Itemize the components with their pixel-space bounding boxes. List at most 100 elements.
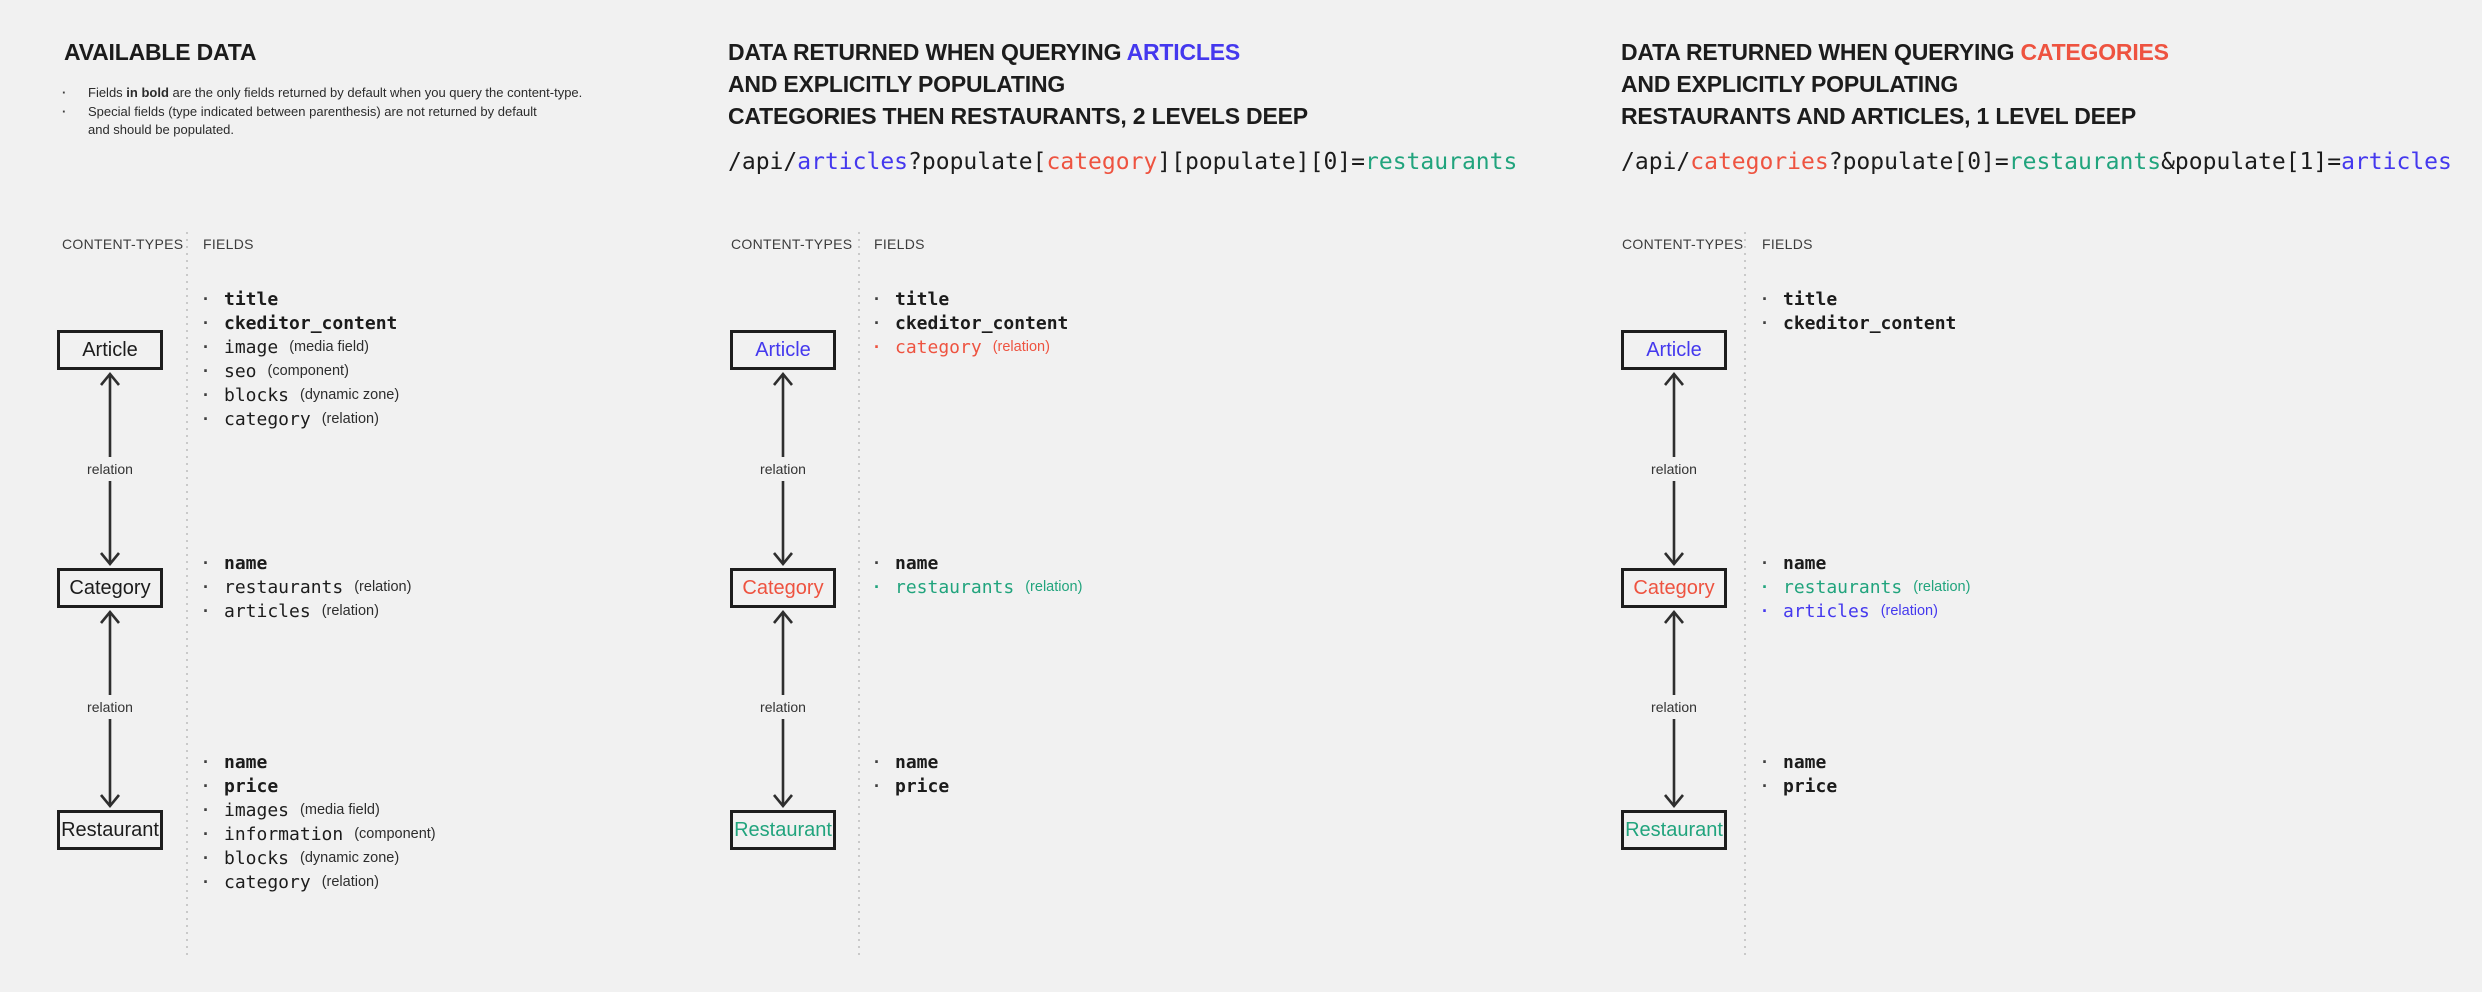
field-type: (relation)	[1025, 579, 1083, 595]
field-list-category: ·name·restaurants(relation)·articles(rel…	[1762, 551, 1970, 623]
field-name: restaurants	[895, 576, 1015, 598]
content-types-label: CONTENT-TYPES	[62, 236, 184, 252]
bullet-icon: ·	[874, 336, 880, 357]
relation-label: relation	[1648, 695, 1700, 719]
bullet-icon: ·	[874, 576, 880, 597]
field-name: price	[1783, 775, 1838, 797]
content-type-box-article: Article	[730, 330, 836, 370]
field-name: name	[224, 751, 268, 773]
relation-label: relation	[1648, 457, 1700, 481]
note-item: ·Special fields (type indicated between …	[62, 103, 582, 140]
field-row: · title	[203, 287, 399, 311]
api-path: /api/categories?populate[0]=restaurants&…	[1621, 146, 2452, 178]
bullet-icon: ·	[62, 103, 67, 119]
text-segment: CATEGORIES THEN RESTAURANTS, 2 LEVELS DE…	[728, 103, 1308, 129]
text-segment: &populate[1]=	[2161, 149, 2342, 175]
text-segment: /api/	[728, 149, 798, 175]
content-types-label: CONTENT-TYPES	[1622, 236, 1744, 252]
bullet-icon: ·	[1762, 751, 1768, 772]
field-name: name	[1783, 751, 1827, 773]
field-name: title	[895, 288, 950, 310]
text-segment: restaurants	[2008, 149, 2162, 175]
field-name: articles	[224, 600, 311, 622]
field-row: ·blocks(dynamic zone)	[203, 846, 436, 870]
fields-label: FIELDS	[1762, 236, 1813, 252]
field-type: (relation)	[321, 874, 379, 890]
text-segment: ARTICLES	[1126, 39, 1241, 65]
field-type: (relation)	[354, 579, 412, 595]
bullet-icon: ·	[874, 288, 880, 309]
bullet-icon: ·	[203, 600, 209, 621]
text-segment: articles	[797, 149, 909, 175]
field-name: image	[224, 336, 279, 358]
field-row: ·restaurants(relation)	[203, 575, 411, 599]
bullet-icon: ·	[62, 85, 67, 100]
field-name: category	[224, 408, 311, 430]
field-row: ·images(media field)	[203, 798, 436, 822]
note-item: ·Fields in bold are the only fields retu…	[62, 84, 582, 103]
text-segment: ?populate[	[908, 149, 1047, 175]
field-name: name	[895, 751, 939, 773]
field-name: category	[224, 871, 311, 893]
field-type: (dynamic zone)	[300, 850, 400, 866]
field-row: · articles (relation)	[203, 599, 411, 623]
field-name: images	[224, 799, 290, 821]
text-segment: articles	[2341, 149, 2452, 175]
section-title: AVAILABLE DATA	[64, 36, 256, 68]
field-name: name	[224, 552, 268, 574]
bullet-icon: ·	[1762, 576, 1768, 597]
bullet-icon: ·	[874, 312, 880, 333]
field-type: (dynamic zone)	[300, 387, 400, 403]
bullet-icon: ·	[203, 360, 209, 381]
field-name: seo	[224, 360, 257, 382]
field-row: ·price	[874, 774, 949, 798]
text-segment: CATEGORIES	[2020, 39, 2169, 65]
text-segment: ][populate][0]=	[1157, 149, 1366, 175]
field-row: ·articles(relation)	[1762, 599, 1970, 623]
field-name: name	[895, 552, 939, 574]
relation-label: relation	[84, 457, 136, 481]
field-row: ·category(relation)	[874, 335, 1068, 359]
field-name: ckeditor_content	[895, 312, 1069, 334]
bullet-icon: ·	[203, 871, 209, 892]
field-row: · category (relation)	[203, 870, 436, 894]
bullet-icon: ·	[1762, 288, 1768, 309]
lane-separator	[858, 232, 860, 958]
field-type: (relation)	[321, 603, 379, 619]
field-row: · ckeditor_content	[874, 311, 1068, 335]
field-type: (relation)	[1880, 603, 1938, 619]
bullet-icon: ·	[203, 751, 209, 772]
field-row: · name	[874, 551, 1082, 575]
relation-label: relation	[757, 457, 809, 481]
field-list-restaurant: ·name·price	[874, 750, 949, 798]
text-segment: Fields	[88, 85, 127, 100]
field-row: ·seo(component)	[203, 359, 399, 383]
field-name: ckeditor_content	[224, 312, 398, 334]
text-segment: AND EXPLICITLY POPULATING	[728, 71, 1066, 97]
bullet-icon: ·	[203, 408, 209, 429]
content-type-box-article: Article	[57, 330, 163, 370]
bullet-icon: ·	[203, 823, 209, 844]
bullet-icon: ·	[203, 288, 209, 309]
field-row: ·price	[1762, 774, 1837, 798]
bullet-icon: ·	[874, 552, 880, 573]
field-list-category: · name·restaurants(relation)· articles (rel…	[203, 551, 411, 623]
field-list-article: ·title·ckeditor_content·image(media fiel…	[203, 287, 399, 431]
text-segment: RESTAURANTS AND ARTICLES, 1 LEVEL DEEP	[1621, 103, 2137, 129]
content-type-box-category: Category	[1621, 568, 1727, 608]
text-segment: category	[1046, 149, 1158, 175]
field-name: title	[224, 288, 279, 310]
content-type-box-article: Article	[1621, 330, 1727, 370]
bullet-icon: ·	[203, 384, 209, 405]
bullet-icon: ·	[1762, 600, 1768, 621]
field-type: (component)	[354, 826, 436, 842]
bullet-icon: ·	[203, 552, 209, 573]
api-path: /api/articles?populate[category][populat…	[728, 146, 1517, 178]
field-name: ckeditor_content	[1783, 312, 1957, 334]
bullet-icon: ·	[1762, 552, 1768, 573]
relation-label: relation	[84, 695, 136, 719]
field-row: ·name	[1762, 551, 1970, 575]
field-name: title	[1783, 288, 1838, 310]
